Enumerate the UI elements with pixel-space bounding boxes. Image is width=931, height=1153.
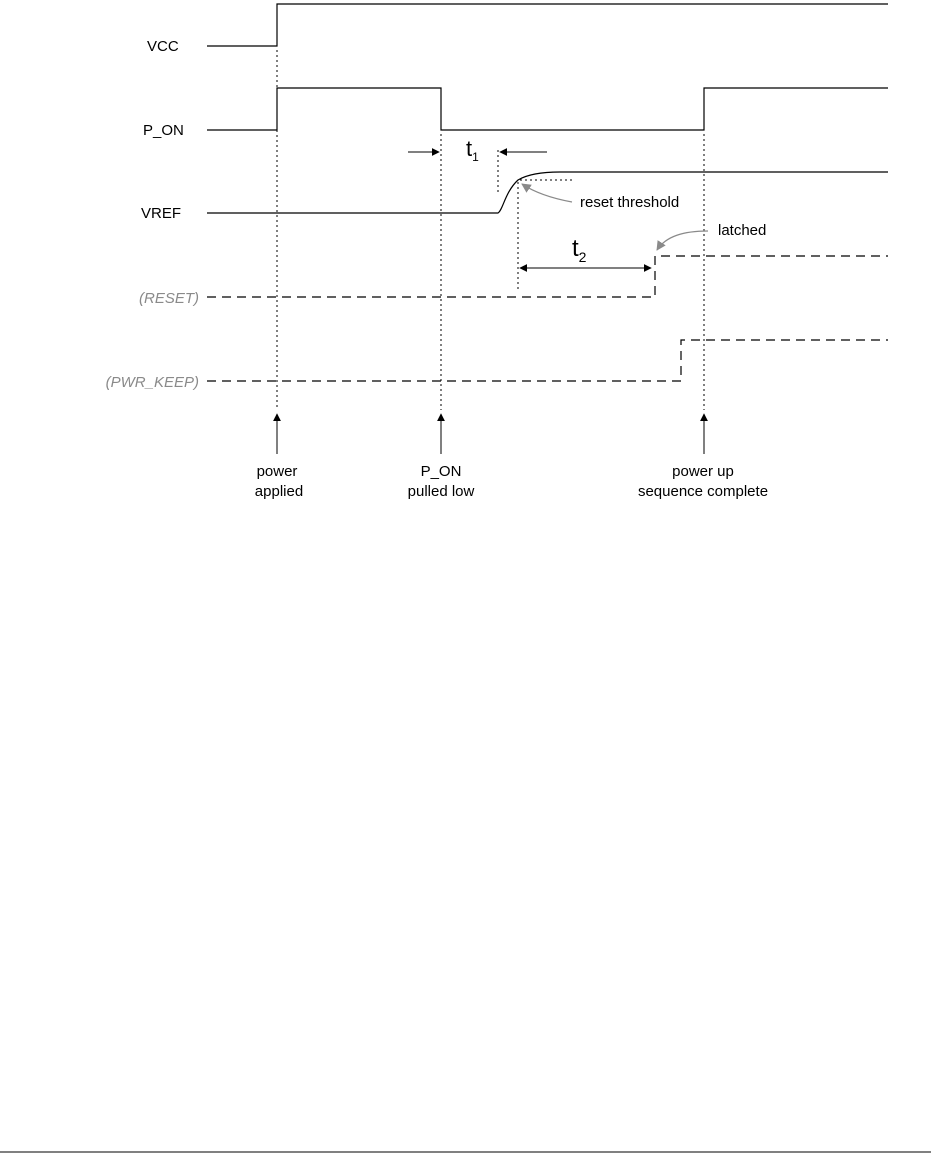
p-on-waveform bbox=[207, 88, 888, 130]
power-applied-label-line2: applied bbox=[255, 483, 303, 500]
p-on-low-label-line2: pulled low bbox=[408, 483, 475, 500]
pwr-keep-label: (PWR_KEEP) bbox=[106, 374, 199, 391]
p-on-low-label-line1: P_ON bbox=[421, 463, 462, 480]
reset-threshold-pointer bbox=[522, 184, 572, 202]
power-applied-label-line1: power bbox=[257, 463, 298, 480]
reset-threshold-label: reset threshold bbox=[580, 194, 679, 211]
power-up-complete-label-line2: sequence complete bbox=[638, 483, 768, 500]
reset-waveform bbox=[207, 256, 888, 297]
power-up-complete-label-line1: power up bbox=[672, 463, 734, 480]
vref-label: VREF bbox=[141, 205, 181, 222]
vcc-waveform bbox=[207, 4, 888, 46]
vcc-label: VCC bbox=[147, 38, 179, 55]
t1-label: t1 bbox=[466, 136, 479, 164]
latched-pointer bbox=[657, 231, 708, 250]
p-on-label: P_ON bbox=[143, 122, 184, 139]
reset-label: (RESET) bbox=[139, 290, 199, 307]
t2-label: t2 bbox=[572, 235, 587, 265]
vref-waveform bbox=[207, 172, 888, 213]
latched-label: latched bbox=[718, 222, 766, 239]
pwr-keep-waveform bbox=[207, 340, 888, 381]
